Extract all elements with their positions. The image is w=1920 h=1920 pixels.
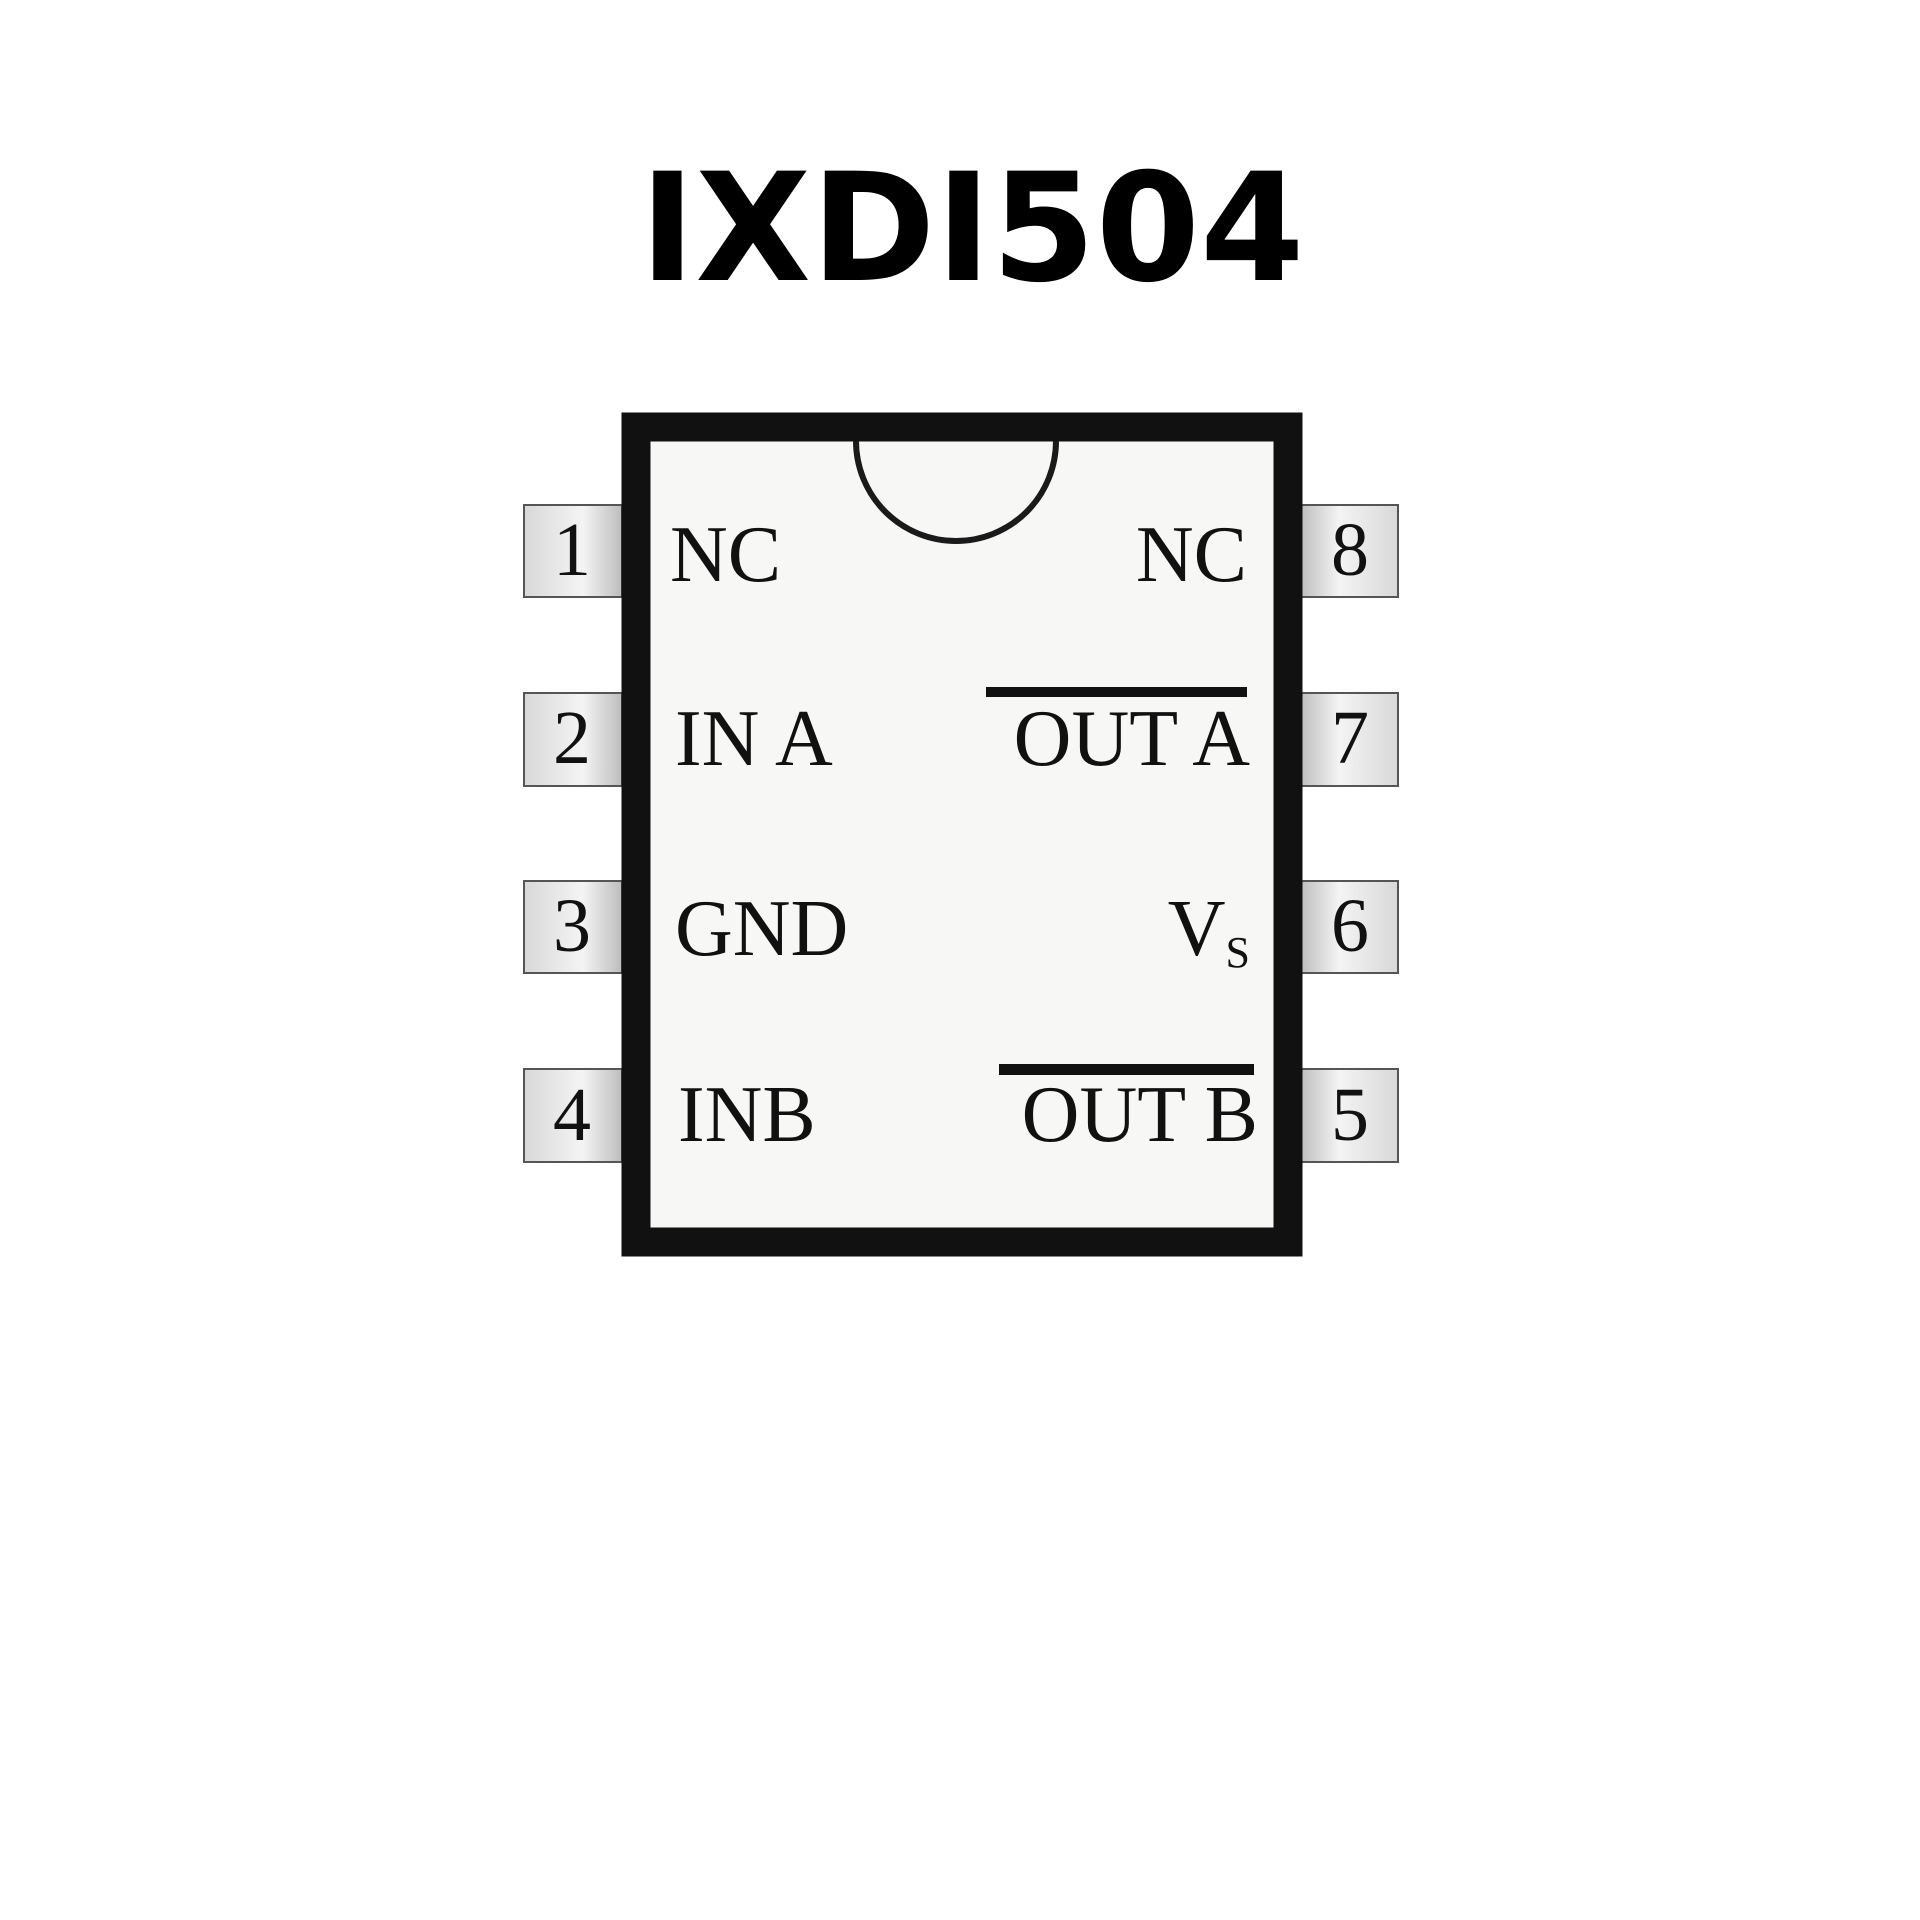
pin-1: 1 [523,504,623,598]
pin-number: 3 [553,884,591,968]
pin-4: 4 [523,1068,623,1163]
pin-number: 7 [1331,696,1369,780]
vs-subscript: S [1226,928,1250,977]
pin-number: 8 [1331,508,1369,592]
pin-label-1: NC [670,511,781,599]
pin-number: 2 [553,696,591,780]
vs-main: V [1168,885,1226,973]
pin-label-4: INB [678,1071,816,1159]
overline-out-a [986,687,1247,697]
pin-6: 6 [1299,880,1399,974]
pin-7: 7 [1299,692,1399,787]
pin-label-7: OUT A [1014,695,1251,783]
pin-number: 6 [1331,884,1369,968]
pin-3: 3 [523,880,623,974]
orientation-notch [853,440,1059,544]
pin-number: 4 [553,1073,591,1157]
pin-label-2: IN A [675,695,833,783]
pin-number: 5 [1331,1073,1369,1157]
pin-label-6: VS [1168,885,1250,977]
pin-label-8: NC [1136,511,1247,599]
pin-label-3: GND [675,885,848,973]
pin-2: 2 [523,692,623,787]
pin-5: 5 [1299,1068,1399,1163]
pin-8: 8 [1299,504,1399,598]
pin-number: 1 [553,508,591,592]
chip-title: IXDI504 [640,142,1305,316]
chip-body [621,412,1303,1257]
overline-out-b [999,1064,1254,1075]
pin-label-5: OUT B [1022,1071,1258,1159]
